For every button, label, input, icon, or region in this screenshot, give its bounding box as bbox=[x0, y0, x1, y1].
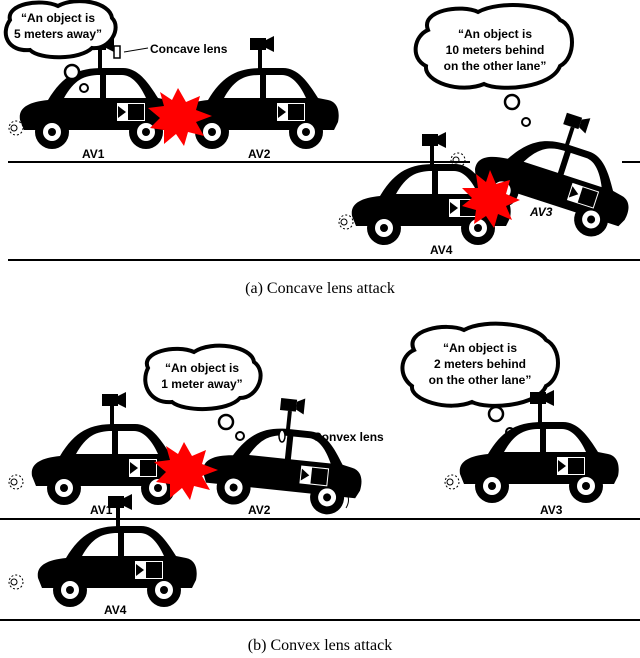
car-label-av4: AV4 bbox=[104, 603, 127, 617]
panel-a: AV1 Concave lens AV2 “An object is 5 met… bbox=[3, 0, 640, 297]
bubble-line-2: 1 meter away” bbox=[161, 377, 242, 391]
car-label-av2: AV2 bbox=[248, 503, 271, 517]
crash-burst bbox=[462, 170, 520, 228]
car-label-av3: AV3 bbox=[529, 205, 553, 219]
car-av4 bbox=[36, 493, 198, 608]
concave-lens-label: Concave lens bbox=[150, 42, 228, 56]
bubble-line-2: 5 meters away” bbox=[14, 27, 102, 41]
caption-a: (a) Concave lens attack bbox=[245, 280, 395, 297]
car-label-av1: AV1 bbox=[90, 503, 113, 517]
bubble-line-2: 2 meters behind bbox=[434, 357, 526, 371]
thought-bubble-av3: “An object is 2 meters behind on the oth… bbox=[400, 321, 560, 437]
car-label-av4: AV4 bbox=[430, 243, 453, 257]
bubble-line-3: on the other lane” bbox=[444, 59, 547, 73]
bubble-line-1: “An object is bbox=[165, 361, 239, 375]
thought-bubble-av3: “An object is 10 meters behind on the ot… bbox=[413, 3, 574, 127]
panel-b: AV1 AV2 Convex lens “An object is 1 mete… bbox=[0, 321, 640, 654]
thought-bubble-av2: “An object is 1 meter away” bbox=[143, 343, 263, 441]
crash-burst bbox=[148, 88, 212, 146]
bubble-line-2: 10 meters behind bbox=[446, 43, 545, 57]
bubble-line-1: “An object is bbox=[458, 27, 532, 41]
convex-lens-label: Convex lens bbox=[313, 430, 384, 444]
car-label-av2: AV2 bbox=[248, 147, 271, 161]
bubble-line-3: on the other lane” bbox=[429, 373, 532, 387]
bubble-line-1: “An object is bbox=[443, 341, 517, 355]
car-label-av1: AV1 bbox=[82, 147, 105, 161]
car-label-av3: AV3 bbox=[540, 503, 563, 517]
thought-bubble-av1: “An object is 5 meters away” bbox=[3, 0, 118, 93]
caption-b: (b) Convex lens attack bbox=[248, 637, 392, 654]
bubble-line-1: “An object is bbox=[21, 11, 95, 25]
crash-burst bbox=[154, 442, 218, 500]
